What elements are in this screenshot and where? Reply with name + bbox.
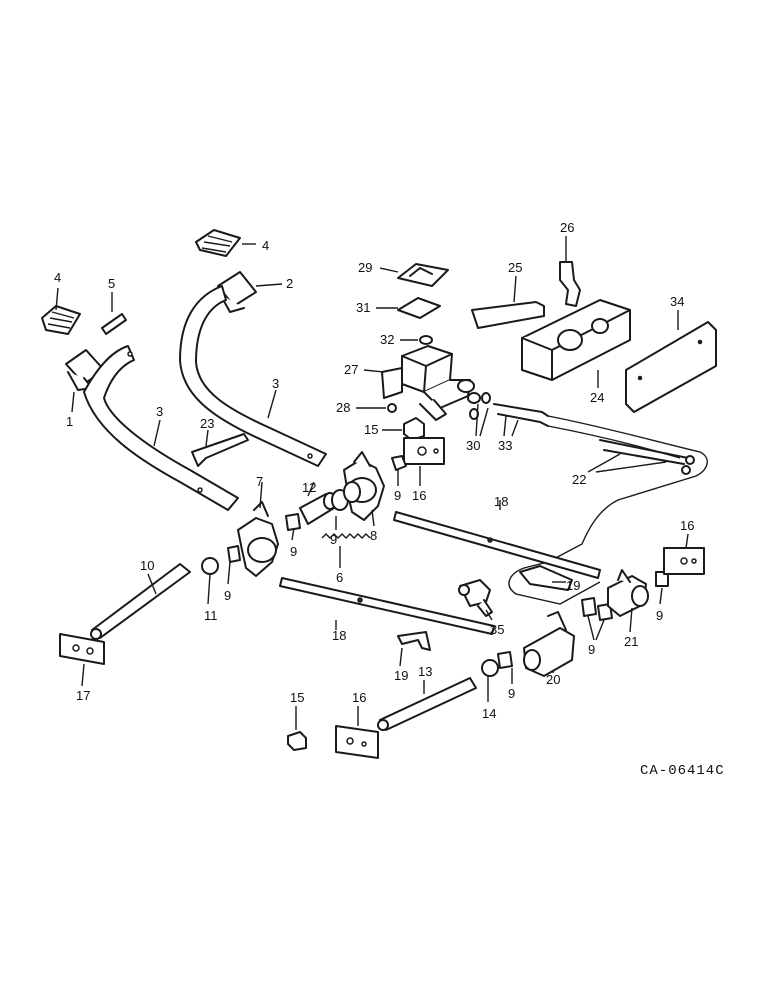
callout-12: 12	[302, 480, 316, 495]
callout-9: 9	[224, 588, 231, 603]
callout-9: 9	[290, 544, 297, 559]
callout-32: 32	[380, 332, 394, 347]
block-15-top	[403, 417, 425, 441]
callout-25: 25	[508, 260, 522, 275]
callout-35: 35	[490, 622, 504, 637]
callout-2: 2	[286, 276, 293, 291]
callout-15: 15	[290, 690, 304, 705]
callout-16: 16	[412, 488, 426, 503]
callout-27: 27	[344, 362, 358, 377]
bushing-14	[481, 659, 499, 677]
bearing-left	[237, 501, 279, 577]
bearing-20	[523, 611, 575, 677]
callout-9: 9	[394, 488, 401, 503]
block-15-bottom	[287, 731, 307, 751]
clip	[101, 313, 127, 335]
plate-16-bottom	[335, 725, 379, 759]
pedal-pad-right	[195, 229, 241, 257]
callout-1: 1	[66, 414, 73, 429]
callout-31: 31	[356, 300, 370, 315]
bracket-19-top	[519, 565, 573, 591]
pedal-plate-right	[217, 271, 257, 313]
callout-16: 16	[680, 518, 694, 533]
master-cylinder	[381, 345, 481, 421]
callout-9: 9	[656, 608, 663, 623]
bracket-26	[559, 261, 581, 307]
callout-3: 3	[272, 376, 279, 391]
callout-26: 26	[560, 220, 574, 235]
callout-19: 19	[394, 668, 408, 683]
callout-11: 11	[204, 608, 218, 623]
bushing-12	[299, 492, 337, 525]
callout-17: 17	[76, 688, 90, 703]
nuts	[227, 455, 669, 669]
callout-20: 20	[546, 672, 560, 687]
plate-17	[59, 633, 105, 665]
pedal-arm-right	[179, 285, 327, 467]
callout-7: 7	[256, 474, 263, 489]
callout-9: 9	[508, 686, 515, 701]
callout-9: 9	[588, 642, 595, 657]
callout-30: 30	[466, 438, 480, 453]
callout-10: 10	[140, 558, 154, 573]
plate-16-right	[663, 547, 705, 575]
callout-21: 21	[624, 634, 638, 649]
callout-4: 4	[54, 270, 61, 285]
shaft-10	[90, 563, 191, 640]
rod-18-bottom	[279, 577, 495, 635]
callout-5: 5	[108, 276, 115, 291]
shaft-13	[377, 677, 477, 731]
reservoir-cap	[397, 263, 449, 287]
pivot-35	[458, 579, 493, 617]
bushing-11	[201, 557, 219, 575]
callout-18: 18	[494, 494, 508, 509]
callout-34: 34	[670, 294, 684, 309]
pedal-arm-left	[83, 345, 239, 511]
callout-14: 14	[482, 706, 496, 721]
callout-3: 3	[156, 404, 163, 419]
callout-4: 4	[262, 238, 269, 253]
fitting	[387, 403, 397, 413]
spring	[321, 533, 371, 539]
plate-16-top	[403, 437, 445, 465]
mount-24	[521, 299, 631, 381]
callout-23: 23	[200, 416, 214, 431]
gasket	[397, 297, 441, 319]
plate-34	[625, 321, 717, 413]
callout-16: 16	[352, 690, 366, 705]
callout-labels: 4 4 5 2 1 3 3 23 29 31 32 27 28 15 16 30…	[54, 220, 694, 721]
drawing-code: CA-06414C	[640, 763, 725, 779]
bracket-25	[471, 301, 545, 329]
bearing-21	[607, 569, 649, 617]
callout-18: 18	[332, 628, 346, 643]
callout-19: 19	[566, 578, 580, 593]
pedal-pad-left	[41, 305, 81, 335]
seal	[419, 335, 433, 345]
callout-24: 24	[590, 390, 604, 405]
rod-18-top	[393, 511, 601, 579]
callout-8: 8	[370, 528, 377, 543]
leader-lines	[55, 236, 689, 730]
bushing-right	[331, 481, 361, 511]
callout-33: 33	[498, 438, 512, 453]
bracket-19-bottom	[397, 631, 431, 651]
brake-lines	[493, 403, 708, 605]
callout-29: 29	[358, 260, 372, 275]
callout-15: 15	[364, 422, 378, 437]
bracket-23	[191, 433, 249, 467]
callout-6: 6	[336, 570, 343, 585]
callout-28: 28	[336, 400, 350, 415]
callout-22: 22	[572, 472, 586, 487]
callout-9: 9	[330, 532, 337, 547]
callout-13: 13	[418, 664, 432, 679]
